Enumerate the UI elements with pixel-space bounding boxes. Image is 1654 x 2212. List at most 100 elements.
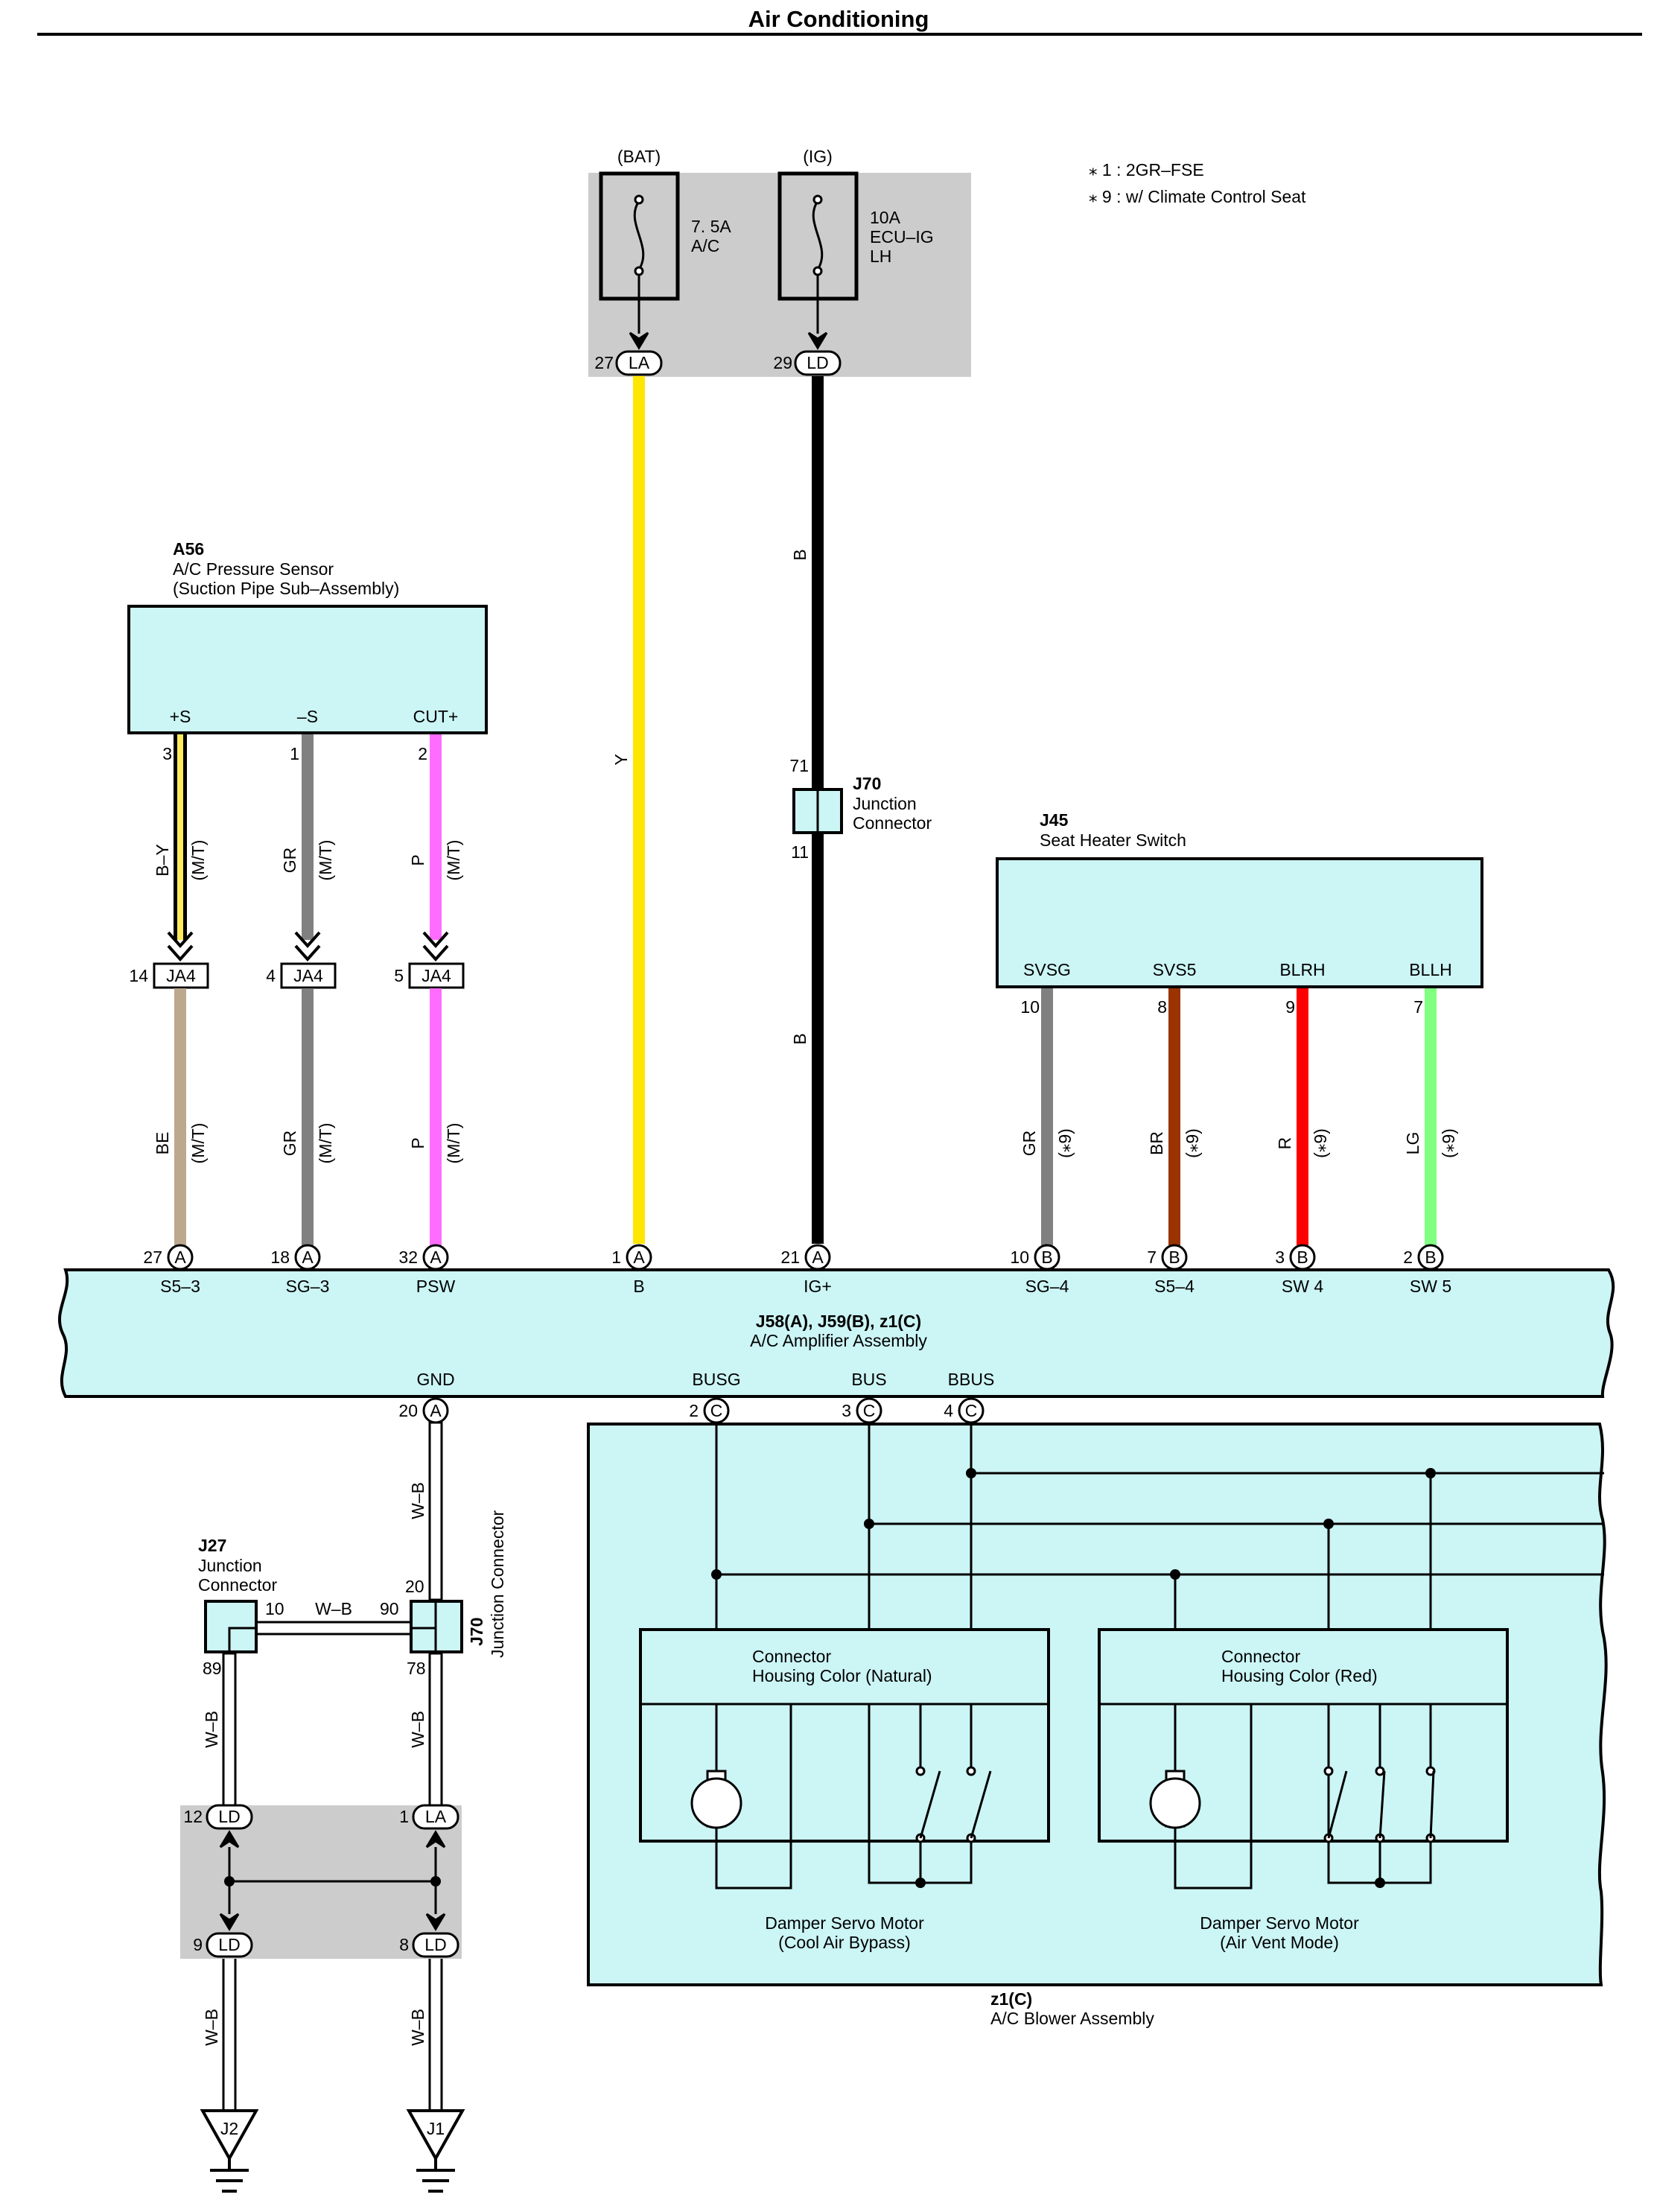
ld-connector-block: LD 12 LA 1 LD 9 LD 8 xyxy=(180,1804,462,1959)
amp-pin-psw: A 32 PSW xyxy=(398,1244,455,1296)
motor2-switch2-blade-icon xyxy=(1378,1770,1386,1839)
wire-w-b-j70-down-label: W–B xyxy=(408,1711,427,1748)
wire-br-j45-note: (⁎9) xyxy=(1183,1128,1202,1158)
wire-w-b-j27-j70 xyxy=(252,1621,413,1636)
j45-terminals: SVSG SVS5 BLRH BLLH 10 8 9 7 xyxy=(1020,960,1451,1017)
j27-inner xyxy=(228,1627,256,1652)
wire-p-a56-label: P xyxy=(408,854,427,865)
a56-terminal-plus-s-label: +S xyxy=(170,707,191,726)
motor1-switch2-node-top xyxy=(966,1766,976,1776)
amp-pin-bbus-pin: 4 xyxy=(944,1401,953,1420)
amp-pin-sg-4: B 10 SG–4 xyxy=(1010,1244,1069,1296)
ld-conn-12 xyxy=(206,1804,253,1830)
ja4-connector-1 xyxy=(153,962,209,989)
j45-terminal-blrh: BLRH xyxy=(1279,960,1325,979)
bus-node-6 xyxy=(1170,1569,1180,1580)
ld-conn-12-label: LD xyxy=(218,1807,240,1826)
wire-w-b-j1-label: W–B xyxy=(408,2009,427,2046)
amp-top-pins: A 27 S5–3 A 18 SG–3 A 32 PSW A 1 B A 21 … xyxy=(143,1244,1451,1296)
ld-conn-1-pin: 1 xyxy=(399,1807,409,1826)
amp-pin-s5-4: B 7 S5–4 xyxy=(1147,1244,1195,1296)
j70-top-pin-in: 71 xyxy=(789,756,809,775)
ground-j2-label: J2 xyxy=(220,2119,238,2138)
ground-j2-icon xyxy=(210,2158,249,2193)
j70-top-name: Junction xyxy=(853,794,917,813)
ja4-connector-2-label: JA4 xyxy=(293,966,323,985)
amp-pin-bus-conn-label: C xyxy=(863,1401,876,1420)
wire-b-label-lower: B xyxy=(790,1033,809,1044)
bus-node-4 xyxy=(1323,1519,1334,1529)
wire-w-b-j2-label: W–B xyxy=(202,2009,221,2046)
amp-pin-s5-4-pin: 7 xyxy=(1147,1248,1157,1267)
motor1-name: Damper Servo Motor xyxy=(765,1913,924,1933)
fuse-ig-element-icon xyxy=(812,200,824,270)
a56-body xyxy=(127,605,488,734)
wire-w-b-j27-j70-label: W–B xyxy=(315,1599,352,1618)
blower-body xyxy=(587,1423,1608,1986)
amp-pin-sw4-conn-label: B xyxy=(1297,1248,1308,1267)
amp-pin-sg-3-pin: 18 xyxy=(270,1248,290,1267)
wire-r-j45-note: (⁎9) xyxy=(1311,1128,1330,1158)
a56-terminal-cut: CUT+ 2 P (M/T) xyxy=(408,707,463,940)
fuse-ig-rating: 10A xyxy=(870,208,901,227)
j45-body xyxy=(996,857,1483,988)
j45-pin-svsg: 10 xyxy=(1020,997,1040,1017)
j70-bottom-name: Junction Connector xyxy=(488,1510,507,1658)
amp-pin-s5-3: A 27 S5–3 xyxy=(143,1244,200,1296)
amp-pin-busg-conn-label: C xyxy=(710,1401,723,1420)
a56-name: A/C Pressure Sensor xyxy=(173,559,334,579)
j70-bottom-id: J70 xyxy=(467,1618,486,1646)
amp-pin-b: A 1 B xyxy=(611,1244,652,1296)
a56-terminal-cut-pin: 2 xyxy=(418,744,427,763)
note-9: ⁎ 9 : w/ Climate Control Seat xyxy=(1089,187,1306,206)
ground-j2: J2 xyxy=(200,2109,259,2193)
j45-terminal-svs5: SVS5 xyxy=(1153,960,1197,979)
amp-pin-sw5-pin: 2 xyxy=(1403,1248,1413,1267)
wire-br-j45-label: BR xyxy=(1147,1131,1166,1155)
amp-pin-bbus-conn xyxy=(958,1397,985,1424)
motor2-housing-2: Housing Color (Red) xyxy=(1221,1666,1378,1685)
j70-top-id: J70 xyxy=(853,774,881,793)
ld-node-left xyxy=(224,1876,235,1887)
wire-p-lower-note: (M/T) xyxy=(444,1123,463,1164)
ja4-arrow-1-icon xyxy=(167,931,194,962)
ja4-connector-1-label: JA4 xyxy=(166,966,196,985)
amp-pin-sw5-conn xyxy=(1417,1244,1444,1271)
motor2-m-icon xyxy=(1149,1777,1201,1829)
ja4-connectors: JA4 JA4 JA4 14 4 5 xyxy=(129,931,465,989)
fuse-bat-name: A/C xyxy=(691,236,719,255)
bus-node-2 xyxy=(1425,1468,1436,1478)
blower-name: A/C Blower Assembly xyxy=(990,2009,1154,2028)
j27-id: J27 xyxy=(198,1536,226,1555)
page-title: Air Conditioning xyxy=(748,6,929,32)
fuse-bat-terminal-top xyxy=(634,194,644,205)
fuse-bat: (BAT) 7. 5A A/C 27 LA xyxy=(594,147,731,376)
ground-j2-triangle xyxy=(200,2109,259,2162)
amp-bottom-label-bus: BUS xyxy=(851,1370,886,1389)
ld-conn-1-label: LA xyxy=(425,1807,447,1826)
motor2-switch3-blade-icon xyxy=(1429,1770,1435,1839)
ld-conn-8-pin: 8 xyxy=(399,1935,409,1954)
bus-node-1 xyxy=(966,1468,976,1478)
wire-b-label-upper: B xyxy=(790,549,809,560)
ja4-connector-2 xyxy=(280,962,337,989)
amp-pin-s5-4-label: S5–4 xyxy=(1154,1277,1195,1296)
ld-arrow-up-right-icon xyxy=(425,1830,446,1849)
fuse-bat-rating: 7. 5A xyxy=(691,217,731,236)
j27-body xyxy=(204,1600,258,1653)
amp-pin-ig-conn-label: A xyxy=(812,1248,824,1267)
ld-conn-9-pin: 9 xyxy=(193,1935,203,1954)
j45-terminal-bllh: BLLH xyxy=(1409,960,1452,979)
ja4-connector-2-pin: 4 xyxy=(266,966,276,985)
j70-top-name-2: Connector xyxy=(853,813,932,833)
ground-j1-triangle xyxy=(406,2109,465,2162)
amp-bottom-label-busg: BUSG xyxy=(692,1370,740,1389)
j70-bottom-pin-top: 20 xyxy=(405,1577,424,1596)
fuse-ig-terminal-bottom xyxy=(812,266,823,276)
amp-pin-sw4-label: SW 4 xyxy=(1282,1277,1323,1296)
motor1-switch1-blade-icon xyxy=(919,1770,941,1839)
fuse-bat-arrow-icon xyxy=(629,331,649,350)
amp-pin-b-pin: 1 xyxy=(611,1248,621,1267)
wire-p-a56-note: (M/T) xyxy=(444,840,463,881)
a56-terminal-minus-s-label: –S xyxy=(297,707,318,726)
